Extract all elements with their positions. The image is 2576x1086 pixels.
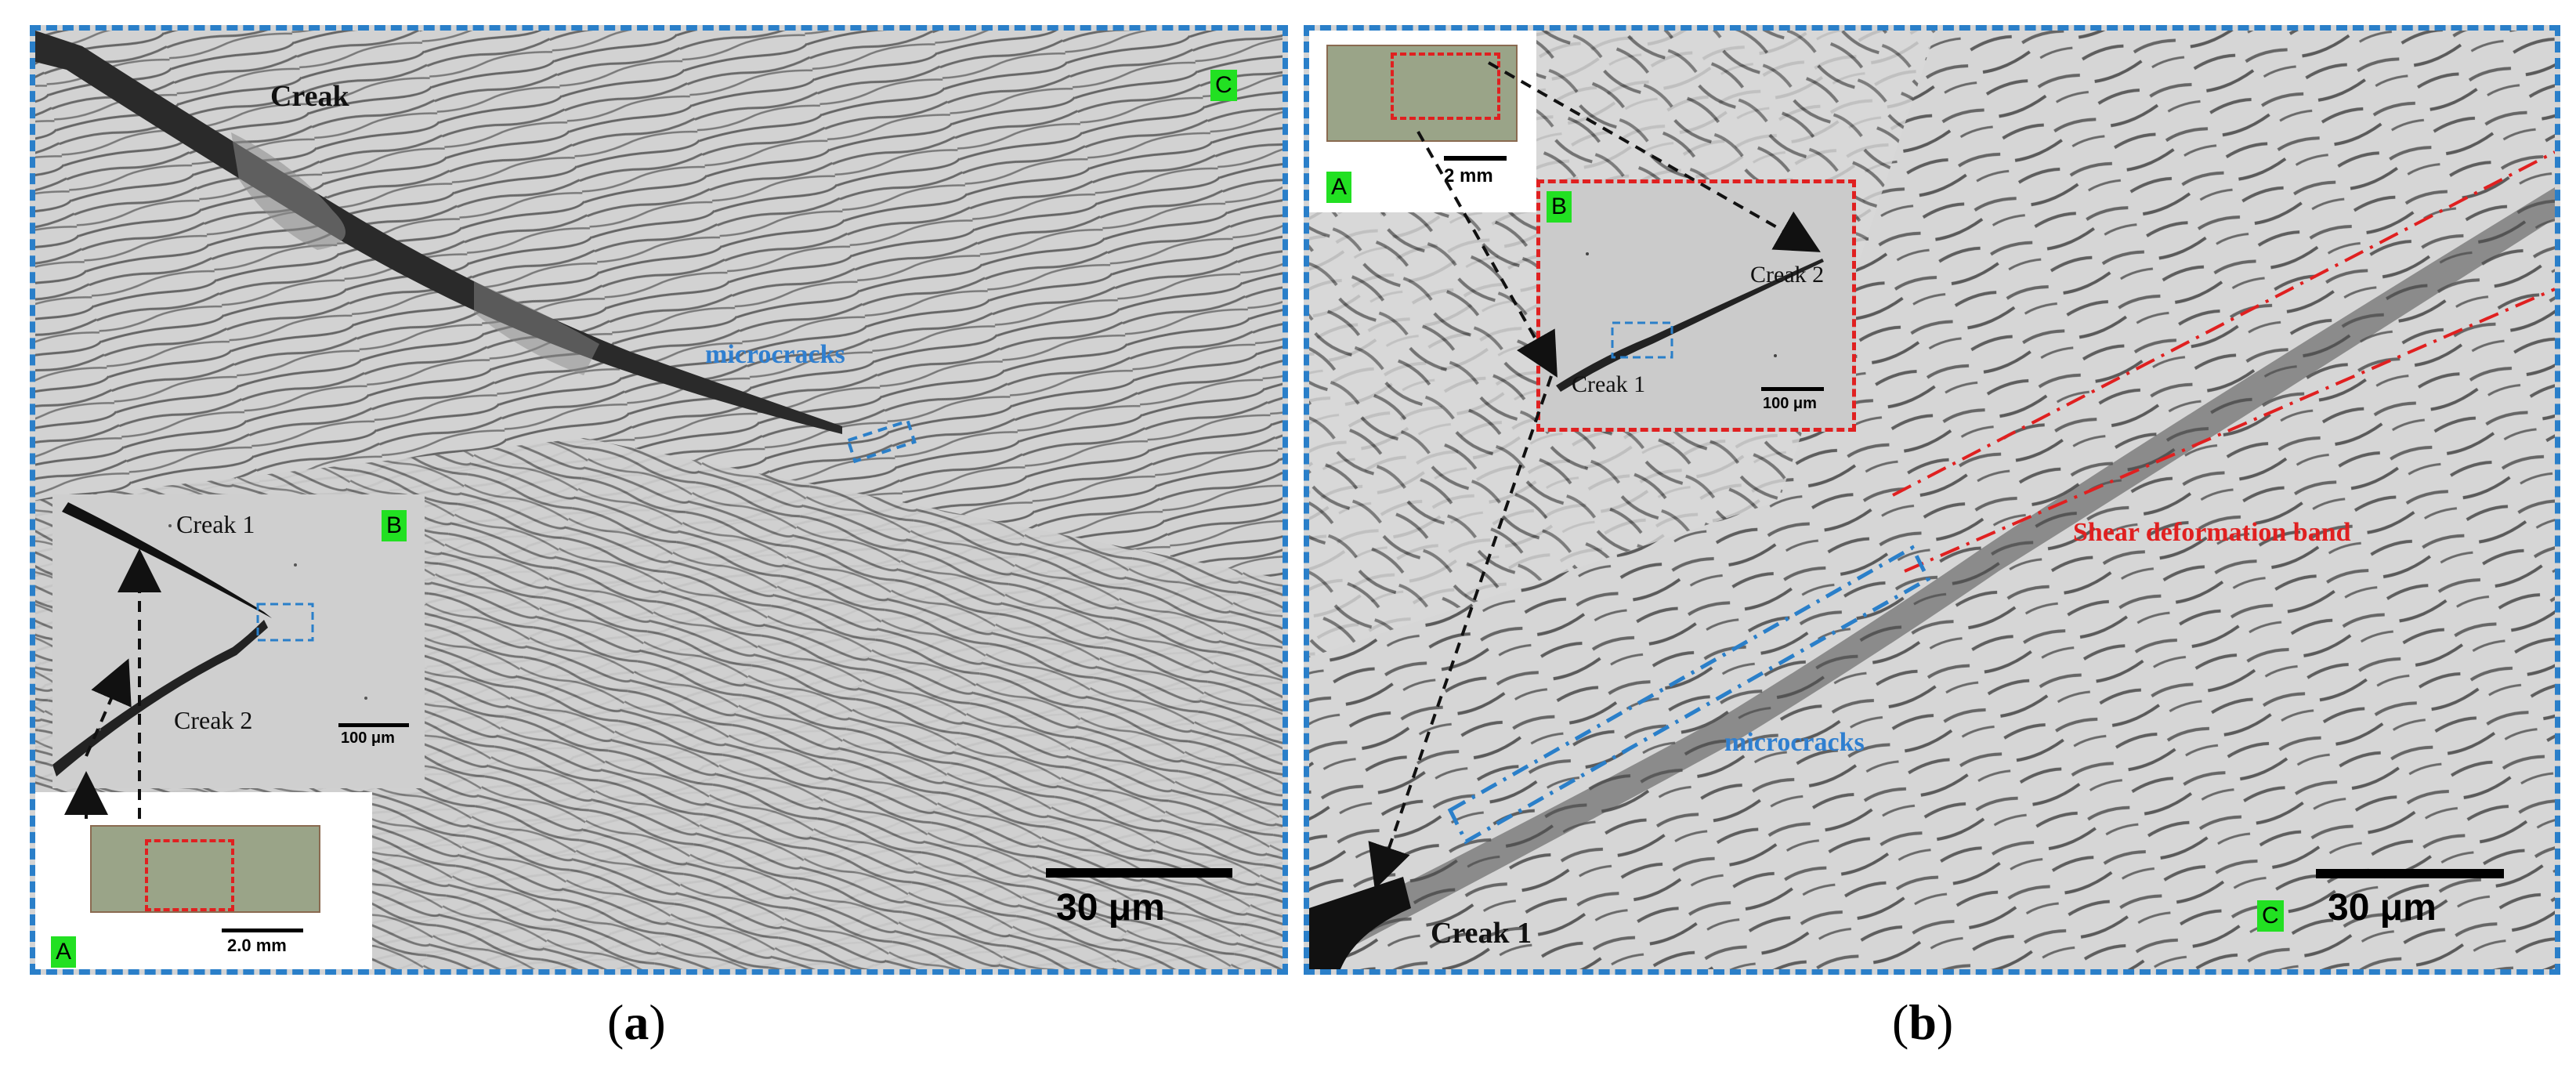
inset-b-b-scalebar <box>1761 387 1824 391</box>
scalebar-label-a: 30 μm <box>1056 887 1165 929</box>
inset-b-b-creak2: Creak 2 <box>1750 262 1825 288</box>
tag-c-b: C <box>2257 900 2284 932</box>
panel-b: Shear deformation band microcracks Creak… <box>1304 25 2560 975</box>
panel-a: Creak microcracks C 30 μm Creak 1 Creak … <box>30 25 1288 975</box>
tag-b-a: B <box>382 510 407 541</box>
shear-band-b <box>1309 187 2555 969</box>
tag-a-a: A <box>51 936 77 968</box>
inset-a-a-red-box <box>145 839 234 911</box>
inset-a-a-scalebar <box>222 929 303 932</box>
tag-b-b: B <box>1547 191 1572 223</box>
inset-a-b: A 2 mm <box>1309 31 1536 212</box>
caption-b: (b) <box>1892 994 1954 1050</box>
inset-a-b-scale-label: 2 mm <box>1444 165 1493 186</box>
inset-b-a-scalebar <box>338 723 409 727</box>
inset-b-a-creak2: Creak 2 <box>174 706 253 734</box>
inset-a-b-red-box <box>1391 52 1500 120</box>
main-crack-b <box>1309 877 1411 969</box>
main-crack-a <box>35 31 842 434</box>
inset-b-b-creak1: Creak 1 <box>1572 371 1646 397</box>
inset-b-a-creak1: Creak 1 <box>176 510 255 538</box>
crack-label-b: Creak 1 <box>1431 917 1532 950</box>
inset-b-a: Creak 1 Creak 2 B 100 μm <box>52 494 425 788</box>
scalebar-label-b: 30 μm <box>2328 887 2437 929</box>
inset-a-a-scale-label: 2.0 mm <box>227 936 287 955</box>
inset-b-a-scale-label: 100 μm <box>341 729 395 747</box>
caption-a: (a) <box>607 994 666 1050</box>
tag-a-b: A <box>1326 172 1352 203</box>
scalebar-a <box>1046 868 1232 878</box>
inset-a-b-scalebar <box>1444 156 1507 161</box>
microcracks-label-a: microcracks <box>705 340 845 369</box>
crack-label-a: Creak <box>270 80 349 113</box>
microcrack-box-b <box>1447 545 1931 845</box>
scalebar-b <box>2316 869 2504 878</box>
shear-label-b: Shear deformation band <box>2073 518 2351 547</box>
microcracks-label-b: microcracks <box>1724 728 1865 757</box>
inset-a-a: A 2.0 mm <box>35 792 372 969</box>
tag-c-a: C <box>1210 70 1237 101</box>
inset-b-b: B Creak 2 Creak 1 100 μm <box>1536 179 1856 432</box>
microcrack-box-a <box>846 418 917 464</box>
inset-b-b-scale-label: 100 μm <box>1763 395 1817 412</box>
